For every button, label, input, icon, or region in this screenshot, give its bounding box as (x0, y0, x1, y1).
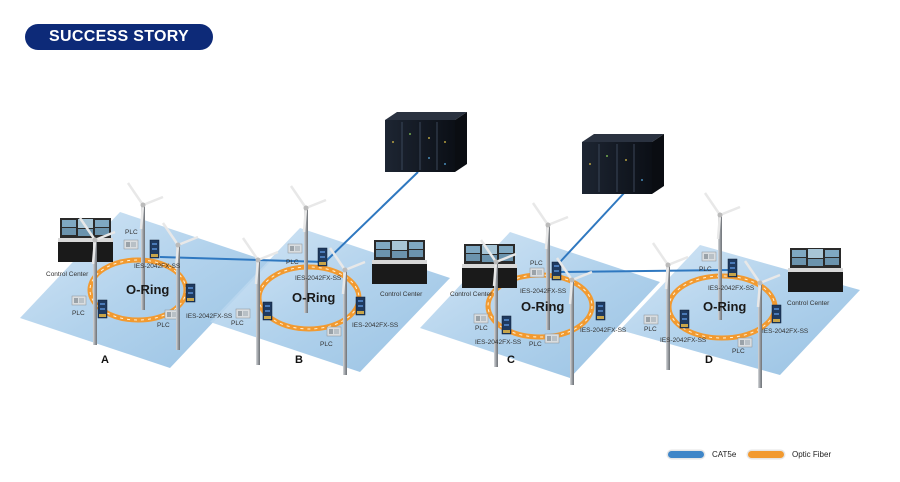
switch-label-d2: IES-2042FX-SS (660, 337, 707, 344)
plc-icon (643, 314, 659, 325)
cat5e-swatch (668, 451, 704, 458)
plc-label-b1: PLC (286, 259, 299, 266)
switch-icon (501, 315, 512, 335)
plc-icon (235, 308, 251, 319)
plc-icon (71, 295, 87, 306)
switch-icon (97, 299, 108, 319)
plc-label-b2: PLC (231, 320, 244, 327)
switch-icon (149, 239, 160, 259)
switch-icon (185, 283, 196, 303)
plc-label-b3: PLC (320, 341, 333, 348)
legend-label-cat5e: CAT5e (712, 450, 737, 459)
control-center-label-b: Control Center (380, 291, 423, 298)
control-center-label-a: Control Center (46, 271, 89, 278)
switch-label-b2: IES-2042FX-SS (352, 322, 399, 329)
switch-icon (551, 261, 562, 281)
cat5e-link-a-b (159, 256, 326, 263)
server-rack-2 (582, 134, 664, 194)
plc-icon (737, 337, 753, 348)
plc-icon (326, 326, 342, 337)
plc-icon (529, 267, 545, 278)
plc-icon (473, 313, 489, 324)
ring-label-c: O-Ring (521, 299, 564, 314)
legend-optic-fiber: Optic Fiber (748, 450, 831, 459)
plc-label-c1: PLC (530, 260, 543, 267)
switch-icon (262, 301, 273, 321)
success-story-badge: SUCCESS STORY (25, 24, 213, 50)
site-label-c: C (507, 354, 515, 366)
fiber-swatch (748, 451, 784, 458)
switch-label-d1: IES-2042FX-SS (708, 285, 755, 292)
switch-label-d3: IES-2042FX-SS (762, 328, 809, 335)
control-center-b (372, 240, 427, 284)
site-label-b: B (295, 354, 303, 366)
plc-icon (701, 251, 717, 262)
server-rack-1 (385, 112, 467, 172)
plc-label-c3: PLC (529, 341, 542, 348)
switch-label-c2: IES-2042FX-SS (475, 339, 522, 346)
plc-label-d1: PLC (699, 266, 712, 273)
cat5e-links (159, 171, 731, 273)
cat5e-link-c-server (559, 191, 626, 263)
cat5e-link-b-server (324, 171, 419, 263)
switch-label-a2: IES-2042FX-SS (186, 313, 233, 320)
control-center-label-d: Control Center (787, 300, 830, 307)
plc-label-a1: PLC (125, 229, 138, 236)
switch-label-c1: IES-2042FX-SS (520, 288, 567, 295)
plc-icon (544, 333, 560, 344)
plc-label-d3: PLC (732, 348, 745, 355)
ring-label-a: O-Ring (126, 282, 169, 297)
switch-icon (595, 301, 606, 321)
switch-label-c3: IES-2042FX-SS (580, 327, 627, 334)
legend-label-fiber: Optic Fiber (792, 450, 832, 459)
legend-cat5e: CAT5e (668, 450, 736, 459)
ring-label-d: O-Ring (703, 299, 746, 314)
switch-label-a1: IES-2042FX-SS (134, 263, 181, 270)
plc-icon (123, 239, 139, 250)
switch-icon (771, 304, 782, 324)
plc-label-a2: PLC (72, 310, 85, 317)
switch-icon (727, 258, 738, 278)
plc-label-a3: PLC (157, 322, 170, 329)
plc-label-d2: PLC (644, 326, 657, 333)
cat5e-link-c-d (559, 269, 731, 273)
site-label-d: D (705, 354, 713, 366)
switch-label-b1: IES-2042FX-SS (295, 275, 342, 282)
switch-icon (679, 309, 690, 329)
control-center-label-c: Control Center (450, 291, 493, 298)
switch-icon (317, 247, 328, 267)
ring-label-b: O-Ring (292, 290, 335, 305)
plc-label-c2: PLC (475, 325, 488, 332)
control-center-d (788, 248, 843, 292)
switch-icon (355, 296, 366, 316)
site-label-a: A (101, 354, 109, 366)
plc-icon (287, 243, 303, 254)
